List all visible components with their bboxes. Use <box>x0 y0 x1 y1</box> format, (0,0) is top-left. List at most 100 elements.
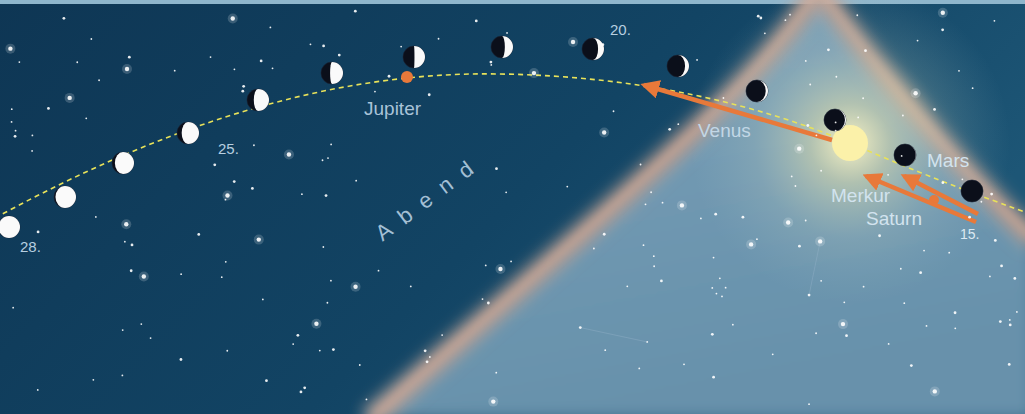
star <box>815 332 817 334</box>
star <box>76 61 78 63</box>
star <box>923 250 925 252</box>
star <box>820 170 822 172</box>
star <box>845 334 848 337</box>
star-glow <box>815 236 825 246</box>
star <box>841 322 845 326</box>
star <box>225 261 227 263</box>
star <box>12 307 14 309</box>
star <box>326 302 328 304</box>
star <box>257 237 261 241</box>
star-glow <box>222 190 232 200</box>
star <box>174 70 176 72</box>
star <box>716 293 718 295</box>
star <box>827 48 830 51</box>
star <box>121 375 123 377</box>
star <box>122 329 124 331</box>
star <box>795 185 797 187</box>
star <box>820 280 822 282</box>
star <box>231 16 235 20</box>
star <box>438 38 440 40</box>
star <box>856 14 858 16</box>
star <box>888 343 890 345</box>
star <box>725 287 727 289</box>
star <box>1016 311 1018 313</box>
moon-phase <box>403 46 425 68</box>
planet-label: Saturn <box>866 209 922 228</box>
star <box>505 191 507 193</box>
star <box>719 277 721 279</box>
star <box>355 180 357 182</box>
star <box>994 20 996 22</box>
star <box>226 350 228 352</box>
star <box>140 323 142 325</box>
star <box>613 110 615 112</box>
star <box>85 117 87 119</box>
star <box>732 324 734 326</box>
star <box>400 46 402 48</box>
star <box>11 121 13 123</box>
star <box>225 199 227 201</box>
star-glow <box>746 239 756 249</box>
star-glow <box>783 218 793 228</box>
star-glow <box>495 264 505 274</box>
star <box>917 40 919 42</box>
star <box>901 155 903 157</box>
star <box>429 356 431 358</box>
star <box>98 79 100 81</box>
moon-phase <box>824 109 846 131</box>
star <box>603 233 606 236</box>
star <box>63 17 66 20</box>
star-glow <box>930 386 940 396</box>
star <box>37 389 39 391</box>
star <box>125 67 129 71</box>
star <box>67 96 71 100</box>
star <box>262 298 264 300</box>
star <box>487 302 490 305</box>
star <box>296 334 299 337</box>
star <box>1009 319 1011 321</box>
star <box>482 298 484 300</box>
star-glow <box>794 144 804 154</box>
moon-phase <box>746 80 768 102</box>
star <box>124 222 128 226</box>
star <box>749 242 753 246</box>
star <box>653 265 655 267</box>
star <box>640 164 642 166</box>
star <box>835 121 837 123</box>
star <box>742 216 745 219</box>
star <box>251 187 254 190</box>
star <box>797 146 801 150</box>
star <box>711 333 714 336</box>
star <box>999 320 1002 323</box>
star <box>954 327 956 329</box>
star-glow <box>351 282 361 292</box>
star <box>1000 265 1003 268</box>
star <box>650 191 652 193</box>
star <box>292 343 294 345</box>
star <box>789 14 791 16</box>
star <box>913 91 917 95</box>
star <box>241 90 244 93</box>
constellation-line <box>580 328 647 342</box>
star-glow <box>911 88 921 98</box>
star <box>723 97 725 99</box>
star <box>711 287 713 289</box>
star <box>878 234 881 237</box>
moon-phase <box>247 89 269 111</box>
star <box>310 43 312 45</box>
star <box>330 280 332 282</box>
star <box>314 322 318 326</box>
star <box>180 358 183 361</box>
star <box>8 46 12 50</box>
star <box>919 271 922 274</box>
star <box>475 20 478 23</box>
star <box>90 38 92 40</box>
star <box>926 325 928 327</box>
star <box>150 337 152 339</box>
star <box>92 379 94 381</box>
star <box>354 10 357 13</box>
star-glow <box>5 44 15 54</box>
star <box>602 43 605 46</box>
star <box>18 61 20 63</box>
